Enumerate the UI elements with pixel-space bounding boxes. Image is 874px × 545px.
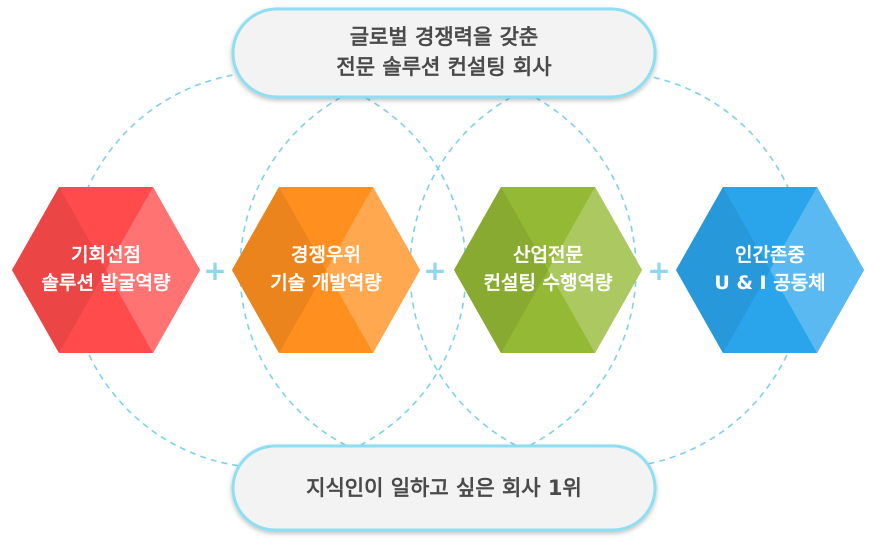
hexagon-competency-2: 경쟁우위 기술 개발역량 — [232, 187, 420, 353]
hexagon-facet-light — [106, 187, 200, 353]
plus-sign-3: + — [647, 254, 670, 287]
top-goal-line1: 글로벌 경쟁력을 갖춘 — [350, 25, 539, 49]
hexagon-facet-light — [770, 187, 864, 353]
hexagon-facet-dark — [676, 187, 770, 353]
hexagon-line1: 경쟁우위 — [291, 244, 361, 266]
hexagon-line1: 인간존중 — [735, 244, 805, 266]
hexagon-facet-dark — [454, 187, 548, 353]
hexagon-competency-4: 인간존중 U & I 공동체 — [676, 187, 864, 353]
hexagon-line1: 산업전문 — [513, 244, 583, 266]
top-goal-box: 글로벌 경쟁력을 갖춘 전문 솔루션 컨설팅 회사 — [231, 7, 657, 99]
hexagon-line2: 기술 개발역량 — [270, 272, 382, 294]
bottom-goal-text: 지식인이 일하고 싶은 회사 1위 — [306, 476, 582, 500]
plus-sign-1: + — [203, 254, 226, 287]
top-goal-line2: 전문 솔루션 컨설팅 회사 — [336, 55, 552, 79]
top-goal-pill — [231, 7, 657, 99]
hexagon-line2: 컨설팅 수행역량 — [484, 272, 613, 294]
hexagon-facet-dark — [12, 187, 106, 353]
hexagon-competency-1: 기회선점 솔루션 발굴역량 — [12, 187, 200, 353]
hexagon-line1: 기회선점 — [71, 244, 141, 266]
bottom-goal-pill — [231, 444, 657, 532]
bottom-goal-box: 지식인이 일하고 싶은 회사 1위 — [231, 444, 657, 532]
hexagon-facet-light — [326, 187, 420, 353]
plus-sign-2: + — [423, 254, 446, 287]
hexagon-facet-dark — [232, 187, 326, 353]
hexagon-line2: U & I 공동체 — [714, 272, 825, 294]
hexagon-facet-light — [548, 187, 642, 353]
hexagon-line2: 솔루션 발굴역량 — [42, 272, 171, 294]
hexagon-competency-3: 산업전문 컨설팅 수행역량 — [454, 187, 642, 353]
